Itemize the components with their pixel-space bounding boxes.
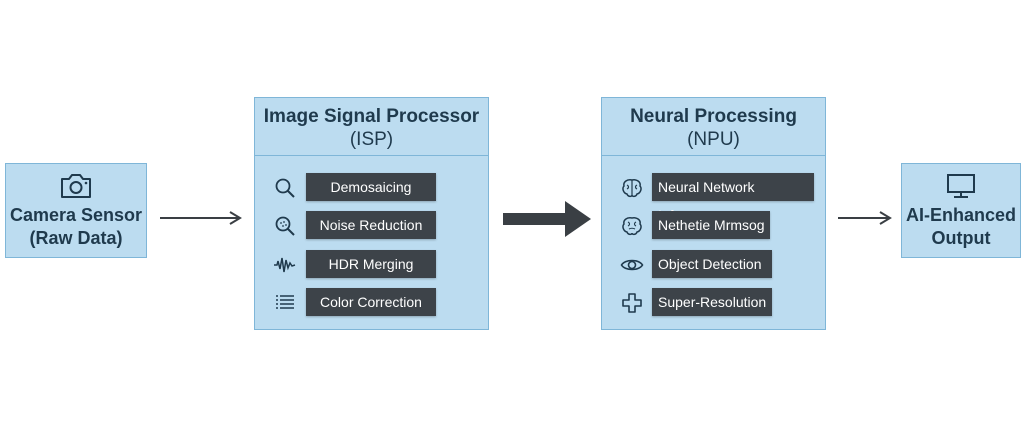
npu-title: Neural Processing (NPU) — [602, 98, 825, 156]
npu-step-label: Neural Network Inference — [652, 173, 814, 223]
isp-step-label: Demosaicing — [306, 173, 436, 201]
arrow-isp-to-npu — [503, 201, 591, 237]
npu-step-row: Neural Network Inference — [602, 173, 825, 223]
isp-step-label: HDR Merging — [306, 250, 436, 278]
isp-step-row: Demosaicing — [255, 173, 488, 203]
isp-title-text: Image Signal Processor — [263, 105, 480, 127]
npu-subtitle: (NPU) — [687, 128, 740, 150]
npu-step-label: Nethetie Mrmsog — [652, 211, 770, 239]
npu-panel: Neural Processing (NPU) Neural Network I… — [601, 97, 826, 330]
npu-step-label: Object Detection — [652, 250, 772, 278]
npu-title-text: Neural Processing — [630, 105, 797, 127]
npu-step-row: Super-Resolution — [602, 288, 825, 318]
magnifier-icon — [275, 178, 295, 198]
brain-icon — [622, 179, 642, 198]
isp-title: Image Signal Processor (ISP) — [255, 98, 488, 156]
isp-panel: Image Signal Processor (ISP) Demosaicing… — [254, 97, 489, 330]
isp-step-label: Noise Reduction — [306, 211, 436, 239]
isp-step-label: Color Correction — [306, 288, 436, 316]
camera-icon — [61, 173, 91, 198]
output-box: AI-Enhanced Output — [901, 163, 1021, 258]
arrow-npu-to-output — [838, 211, 892, 225]
npu-step-row: Nethetie Mrmsog — [602, 211, 825, 241]
arrow-camera-to-isp — [160, 211, 242, 225]
noise-magnifier-icon — [275, 216, 295, 236]
isp-step-row: Noise Reduction — [255, 211, 488, 241]
npu-step-row: Object Detection — [602, 250, 825, 280]
list-icon — [276, 295, 294, 309]
waveform-icon — [274, 257, 296, 273]
output-label-line1: AI-Enhanced — [905, 204, 1016, 225]
camera-label-line2: (Raw Data) — [29, 227, 123, 248]
camera-sensor-box: Camera Sensor (Raw Data) — [5, 163, 147, 258]
plus-icon — [622, 293, 642, 313]
monitor-icon — [947, 173, 975, 198]
eye-icon — [620, 259, 644, 271]
camera-label-line1: Camera Sensor — [9, 204, 143, 225]
isp-subtitle: (ISP) — [349, 128, 394, 150]
isp-step-row: HDR Merging — [255, 250, 488, 280]
output-label-line2: Output — [931, 227, 991, 248]
brain-outline-icon — [622, 217, 642, 236]
isp-step-row: Color Correction — [255, 288, 488, 318]
npu-step-label: Super-Resolution — [652, 288, 772, 316]
